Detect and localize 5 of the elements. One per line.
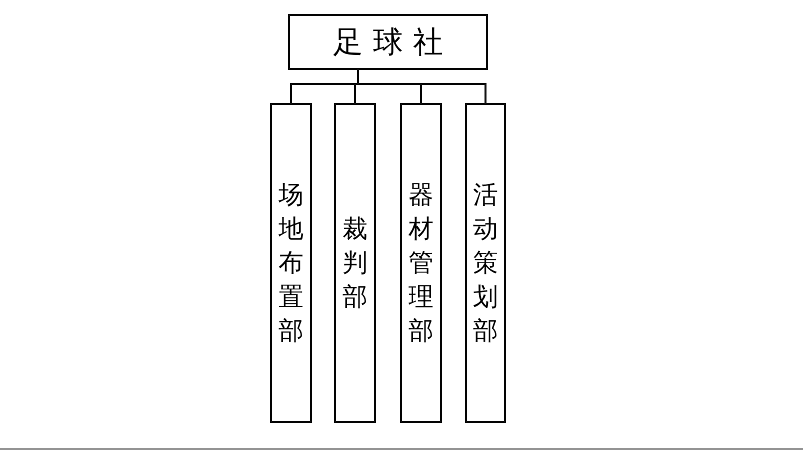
department-box: 活动策划部 (465, 103, 506, 423)
department-box: 场地布置部 (270, 103, 312, 423)
department-box: 器材管理部 (400, 103, 442, 423)
club-box: 足球社 (288, 14, 488, 70)
department-box: 裁判部 (334, 103, 376, 423)
